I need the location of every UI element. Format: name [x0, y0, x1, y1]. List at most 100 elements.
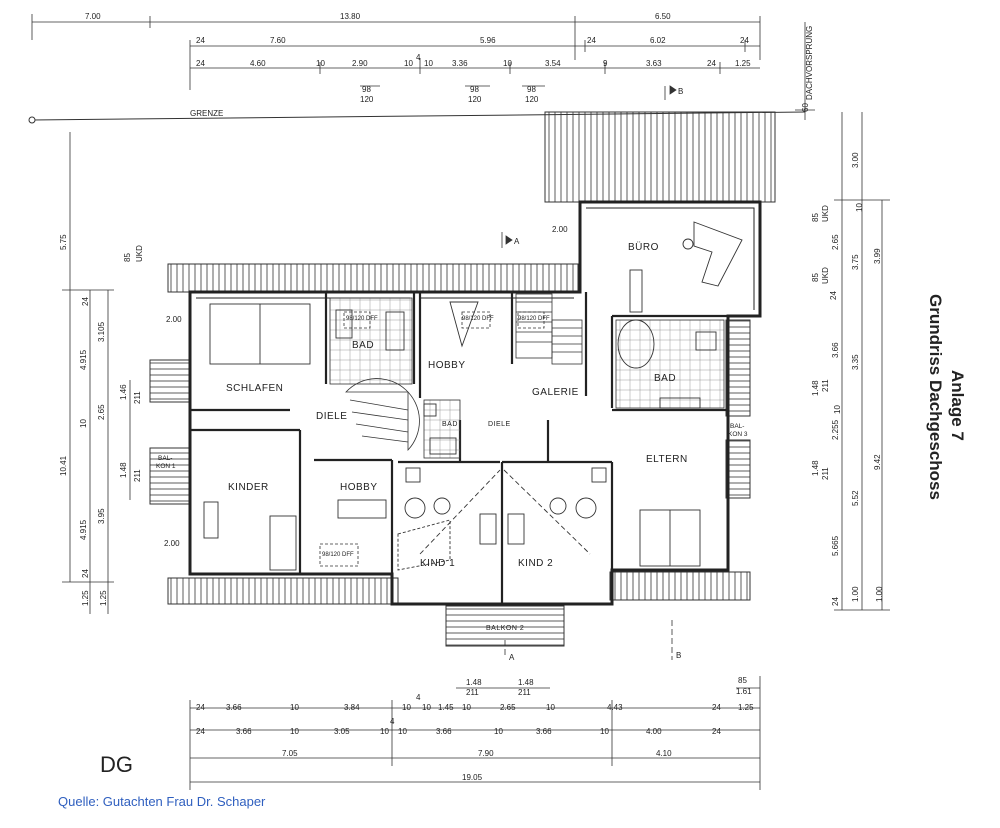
- svg-text:85: 85: [811, 273, 820, 282]
- roof-areas: [149, 111, 776, 647]
- svg-text:120: 120: [525, 95, 539, 104]
- svg-text:19.05: 19.05: [462, 773, 483, 782]
- svg-text:10: 10: [833, 405, 842, 414]
- svg-text:10: 10: [422, 703, 431, 712]
- svg-text:24: 24: [196, 36, 205, 45]
- svg-text:BAL-: BAL-: [158, 455, 172, 462]
- svg-text:KON 1: KON 1: [156, 463, 176, 470]
- svg-text:10: 10: [402, 703, 411, 712]
- svg-text:10: 10: [316, 59, 325, 68]
- svg-text:B: B: [676, 651, 681, 660]
- svg-text:9.42: 9.42: [873, 454, 882, 470]
- svg-text:10: 10: [398, 727, 407, 736]
- svg-text:98/120 DFF: 98/120 DFF: [322, 552, 354, 558]
- svg-text:211: 211: [133, 469, 142, 482]
- svg-text:3.63: 3.63: [646, 59, 662, 68]
- svg-text:2.65: 2.65: [831, 234, 840, 250]
- svg-text:10: 10: [290, 703, 299, 712]
- svg-text:2.00: 2.00: [164, 539, 180, 548]
- svg-text:4: 4: [416, 53, 421, 62]
- svg-text:24: 24: [196, 59, 205, 68]
- svg-text:2.00: 2.00: [552, 225, 568, 234]
- svg-text:7.60: 7.60: [270, 36, 286, 45]
- right-dimension-labels: 3.00 85 UKD 10 2.65 3.75 3.99 85 UKD 24 …: [811, 152, 884, 606]
- svg-text:5.75: 5.75: [59, 234, 68, 250]
- room-diele-center: DIELE: [488, 421, 511, 428]
- svg-text:7.05: 7.05: [282, 749, 298, 758]
- svg-text:GRENZE: GRENZE: [190, 109, 223, 118]
- svg-text:211: 211: [133, 391, 142, 404]
- svg-text:13.80: 13.80: [340, 12, 361, 21]
- svg-text:10: 10: [855, 203, 864, 212]
- svg-text:24: 24: [712, 703, 721, 712]
- svg-text:120: 120: [468, 95, 482, 104]
- svg-text:3.66: 3.66: [436, 727, 452, 736]
- svg-text:KON 3: KON 3: [728, 431, 748, 438]
- svg-text:10: 10: [600, 727, 609, 736]
- svg-text:24: 24: [587, 36, 596, 45]
- source-note: Quelle: Gutachten Frau Dr. Schaper: [58, 794, 266, 809]
- room-schlafen: SCHLAFEN: [226, 383, 283, 394]
- room-buero: BÜRO: [628, 241, 659, 253]
- svg-text:98/120 DFF: 98/120 DFF: [518, 316, 550, 322]
- svg-text:1.45: 1.45: [438, 703, 454, 712]
- svg-text:1.46: 1.46: [119, 384, 128, 400]
- svg-text:2.00: 2.00: [166, 315, 182, 324]
- room-bad-small: BAD: [442, 421, 458, 428]
- svg-text:3.36: 3.36: [452, 59, 468, 68]
- svg-text:3.66: 3.66: [536, 727, 552, 736]
- top-dimensions: [31, 14, 815, 120]
- svg-text:2.255: 2.255: [831, 419, 840, 440]
- svg-text:3.54: 3.54: [545, 59, 561, 68]
- svg-text:Anlage 7: Anlage 7: [948, 370, 967, 441]
- svg-text:1.61: 1.61: [736, 687, 752, 696]
- svg-text:3.99: 3.99: [873, 248, 882, 264]
- svg-text:10: 10: [462, 703, 471, 712]
- svg-text:98/120 DFF: 98/120 DFF: [462, 316, 494, 322]
- svg-text:DACHVORSPRUNG: DACHVORSPRUNG: [805, 26, 814, 100]
- svg-text:211: 211: [466, 688, 479, 697]
- svg-text:4.00: 4.00: [646, 727, 662, 736]
- svg-text:85: 85: [123, 253, 132, 262]
- svg-text:6.02: 6.02: [650, 36, 666, 45]
- room-balkon2: BALKON 2: [486, 625, 524, 632]
- svg-text:24: 24: [196, 703, 205, 712]
- svg-text:A: A: [509, 653, 515, 662]
- window-notes: 98/120 DFF 98/120 DFF 98/120 DFF 98/120 …: [322, 225, 568, 558]
- svg-text:1.00: 1.00: [875, 586, 884, 602]
- svg-text:1.48: 1.48: [466, 678, 482, 687]
- svg-text:85: 85: [738, 676, 747, 685]
- svg-text:24: 24: [831, 597, 840, 606]
- room-bad-top-left: BAD: [352, 340, 374, 351]
- bottom-dimensions: [189, 676, 761, 790]
- room-hobby-upper: HOBBY: [428, 360, 466, 371]
- svg-text:3.66: 3.66: [236, 727, 252, 736]
- svg-text:5.665: 5.665: [831, 535, 840, 556]
- svg-text:4.915: 4.915: [79, 349, 88, 370]
- svg-text:UKD: UKD: [135, 245, 144, 262]
- svg-text:3.95: 3.95: [97, 508, 106, 524]
- svg-text:1.25: 1.25: [735, 59, 751, 68]
- svg-text:5.96: 5.96: [480, 36, 496, 45]
- svg-text:4: 4: [416, 693, 421, 702]
- bathroom-tiles: [329, 297, 725, 459]
- room-kind2: KIND 2: [518, 558, 553, 569]
- svg-text:1.25: 1.25: [99, 590, 108, 606]
- window-markers: [319, 311, 545, 567]
- section-labels: B A A B: [509, 87, 683, 662]
- room-labels: SCHLAFEN DIELE KINDER HOBBY HOBBY BAD BA…: [226, 241, 687, 632]
- svg-text:UKD: UKD: [821, 267, 830, 284]
- right-dimensions: [834, 112, 890, 611]
- svg-text:3.66: 3.66: [831, 342, 840, 358]
- svg-text:1.48: 1.48: [811, 380, 820, 396]
- svg-text:10: 10: [380, 727, 389, 736]
- left-dimensions: [62, 132, 131, 614]
- svg-text:BAL-: BAL-: [730, 423, 744, 430]
- svg-text:24: 24: [829, 291, 838, 300]
- svg-text:3.00: 3.00: [851, 152, 860, 168]
- svg-text:4.60: 4.60: [250, 59, 266, 68]
- svg-text:120: 120: [360, 95, 374, 104]
- svg-text:Grundriss Dachgeschoss: Grundriss Dachgeschoss: [926, 294, 945, 500]
- svg-text:3.05: 3.05: [334, 727, 350, 736]
- svg-text:4.10: 4.10: [656, 749, 672, 758]
